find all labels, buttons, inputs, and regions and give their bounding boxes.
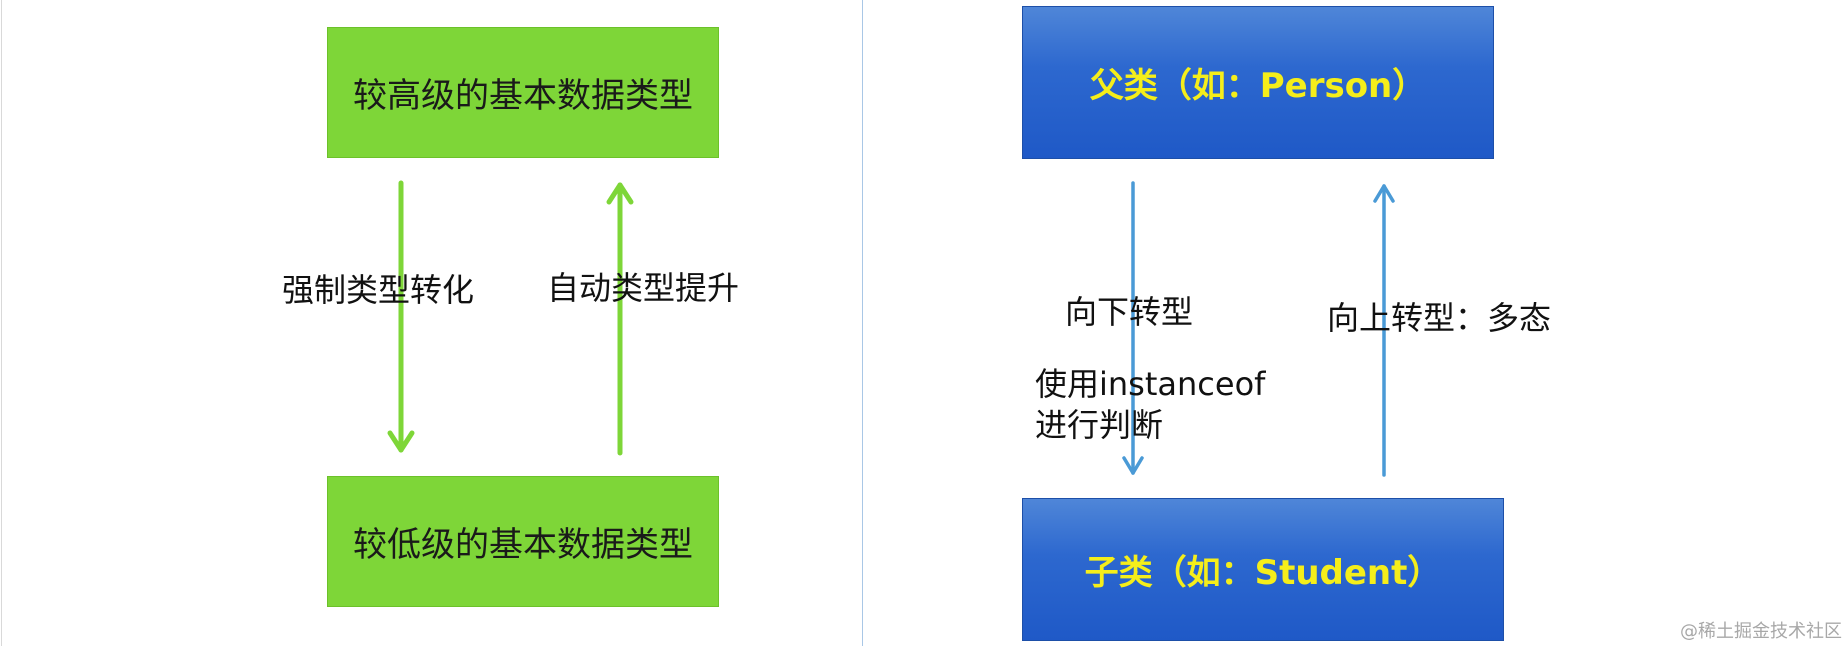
downcast-label: 向下转型	[1065, 293, 1194, 331]
lower-primitive-type-box: 较低级的基本数据类型	[327, 476, 719, 607]
downcast-note-line2: 进行判断	[1035, 406, 1164, 444]
lower-primitive-type-label: 较低级的基本数据类型	[353, 525, 693, 565]
panel-divider	[862, 0, 863, 646]
higher-primitive-type-box: 较高级的基本数据类型	[327, 27, 719, 158]
upcast-label: 向上转型：多态	[1327, 299, 1552, 337]
cast-down-arrow	[387, 180, 415, 453]
downcast-arrow	[1122, 181, 1144, 475]
parent-class-box: 父类（如：Person）	[1022, 6, 1494, 159]
promote-up-arrow	[606, 182, 634, 456]
child-class-box: 子类（如：Student）	[1022, 498, 1504, 641]
left-page-edge	[1, 0, 2, 646]
promote-up-label: 自动类型提升	[547, 269, 740, 307]
child-class-label: 子类（如：Student）	[1084, 553, 1442, 593]
watermark: @稀土掘金技术社区	[1680, 621, 1842, 642]
downcast-note-line1: 使用instanceof	[1035, 365, 1266, 403]
higher-primitive-type-label: 较高级的基本数据类型	[353, 76, 693, 116]
upcast-arrow	[1373, 184, 1395, 477]
cast-down-label: 强制类型转化	[282, 271, 475, 309]
parent-class-label: 父类（如：Person）	[1089, 66, 1427, 106]
